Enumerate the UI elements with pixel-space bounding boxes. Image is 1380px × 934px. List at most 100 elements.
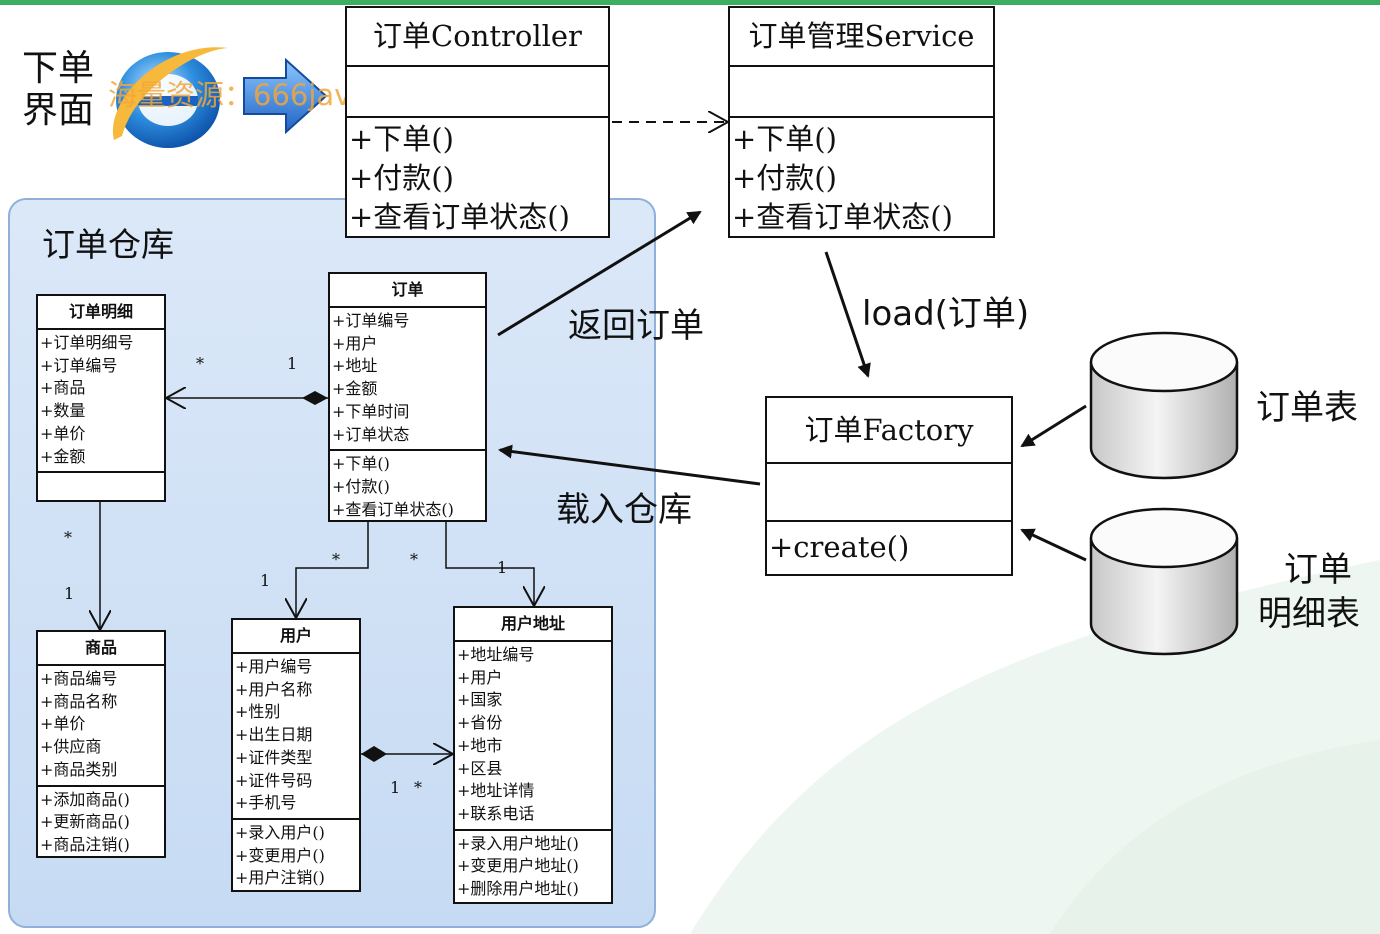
method: +录入用户地址() [457, 833, 579, 853]
class-name: 用户地址 [455, 608, 611, 642]
attribute: +地市 [457, 735, 503, 755]
factory-class: 订单Factory +create() [765, 396, 1013, 576]
attribute: +国家 [457, 690, 503, 710]
attribute: +性别 [235, 702, 281, 722]
class-methods: +录入用户地址() +变更用户地址() +删除用户地址() [455, 831, 611, 901]
attribute: +出生日期 [235, 725, 313, 745]
order-address-association [445, 522, 534, 606]
attribute: +手机号 [235, 793, 297, 813]
attribute: +商品 [40, 378, 86, 398]
attribute: +证件号码 [235, 770, 313, 790]
attribute: +订单编号 [332, 311, 410, 330]
attribute: +单价 [40, 714, 86, 734]
attribute: +商品编号 [40, 669, 118, 688]
order-table-label: 订单表 [1256, 388, 1358, 428]
class-attributes: +订单明细号 +订单编号 +商品 +数量 +单价 +金额 [38, 330, 164, 474]
method: +变更用户() [235, 845, 325, 865]
detail-table-arrow [1020, 528, 1087, 562]
multiplicity: * [332, 550, 340, 569]
method: +录入用户() [235, 822, 325, 842]
address-class: 用户地址 +地址编号 +用户 +国家 +省份 +地市 +区县 +地址详情 +联系… [453, 606, 613, 904]
attribute: +区县 [457, 758, 503, 778]
method: +商品注销() [40, 834, 130, 854]
method: +付款() [732, 161, 837, 195]
class-methods: +create() [767, 522, 1011, 567]
attribute: +用户名称 [235, 679, 313, 699]
attribute: +订单编号 [40, 355, 118, 375]
class-attributes: +订单编号 +用户 +地址 +金额 +下单时间 +订单状态 [330, 308, 485, 452]
product-class: 商品 +商品编号 +商品名称 +单价 +供应商 +商品类别 +添加商品() +更… [36, 630, 166, 858]
attribute: +用户 [457, 667, 503, 687]
service-class: 订单管理Service +下单() +付款() +查看订单状态() [728, 6, 995, 238]
method: +添加商品() [40, 789, 130, 809]
attribute: +金额 [332, 379, 378, 399]
attribute: +下单时间 [332, 401, 410, 421]
return-order-label: 返回订单 [568, 306, 704, 346]
method: +变更用户地址() [457, 856, 579, 876]
attribute: +数量 [40, 401, 86, 421]
repository-title: 订单仓库 [42, 225, 174, 264]
method: +删除用户地址() [457, 879, 579, 899]
class-attributes: +用户编号 +用户名称 +性别 +出生日期 +证件类型 +证件号码 +手机号 [233, 654, 359, 820]
attribute: +订单状态 [332, 424, 410, 444]
class-name: 订单管理Service [730, 8, 993, 67]
method: +查看订单状态() [732, 200, 953, 234]
attribute: +商品类别 [40, 759, 118, 779]
method: +查看订单状态() [349, 200, 570, 234]
class-name: 订单Controller [347, 8, 608, 67]
class-methods: +录入用户() +变更用户() +用户注销() [233, 820, 359, 890]
order-table-arrow [1020, 404, 1087, 448]
class-attributes: +商品编号 +商品名称 +单价 +供应商 +商品类别 [38, 666, 164, 787]
order-detail-class: 订单明细 +订单明细号 +订单编号 +商品 +数量 +单价 +金额 [36, 294, 166, 502]
class-name: 订单Factory [767, 398, 1011, 464]
multiplicity: 1 [287, 354, 298, 373]
method: +用户注销() [235, 868, 325, 888]
attribute: +地址编号 [457, 645, 535, 664]
attribute: +证件类型 [235, 747, 313, 767]
class-methods: +下单() +付款() +查看订单状态() [730, 118, 993, 237]
class-attributes [730, 67, 993, 118]
attribute: +用户编号 [235, 657, 313, 676]
order-detail-table-label: 订单 明细表 [1258, 550, 1360, 634]
multiplicity: 1 [497, 558, 508, 577]
attribute: +商品名称 [40, 691, 118, 711]
order-detail-table-database-icon [1089, 507, 1239, 656]
class-attributes: +地址编号 +用户 +国家 +省份 +地市 +区县 +地址详情 +联系电话 [455, 642, 611, 831]
attribute: +用户 [332, 333, 378, 353]
user-class: 用户 +用户编号 +用户名称 +性别 +出生日期 +证件类型 +证件号码 +手机… [231, 618, 361, 892]
class-methods: +下单() +付款() +查看订单状态() [330, 451, 485, 521]
multiplicity: * [196, 354, 204, 373]
class-attributes [767, 464, 1011, 522]
attribute: +地址 [332, 356, 378, 376]
load-order-arrow [824, 251, 871, 378]
load-into-repo-label: 载入仓库 [556, 490, 692, 530]
forward-arrow-icon [243, 58, 328, 134]
class-name: 用户 [233, 620, 359, 654]
multiplicity: * [414, 778, 422, 797]
order-table-database-icon [1089, 331, 1239, 480]
composition-diamond [302, 391, 328, 405]
multiplicity: * [410, 550, 418, 569]
class-name: 商品 [38, 632, 164, 666]
attribute: +省份 [457, 713, 503, 733]
attribute: +订单明细号 [40, 333, 134, 352]
attribute: +单价 [40, 423, 86, 443]
method: +create() [769, 530, 910, 564]
controller-class: 订单Controller +下单() +付款() +查看订单状态() [345, 6, 610, 238]
multiplicity: 1 [260, 571, 271, 590]
attribute: +金额 [40, 446, 86, 466]
composition-diamond [361, 746, 387, 762]
class-methods: +添加商品() +更新商品() +商品注销() [38, 787, 164, 857]
class-methods: +下单() +付款() +查看订单状态() [347, 118, 608, 237]
multiplicity: 1 [64, 584, 75, 603]
method: +下单() [349, 122, 454, 156]
class-name: 订单 [330, 274, 485, 308]
load-into-repo-arrow [498, 444, 761, 486]
method: +更新商品() [40, 812, 130, 832]
method: +下单() [732, 122, 837, 156]
attribute: +联系电话 [457, 803, 535, 823]
browser-icon [112, 47, 228, 148]
method: +下单() [332, 454, 390, 474]
